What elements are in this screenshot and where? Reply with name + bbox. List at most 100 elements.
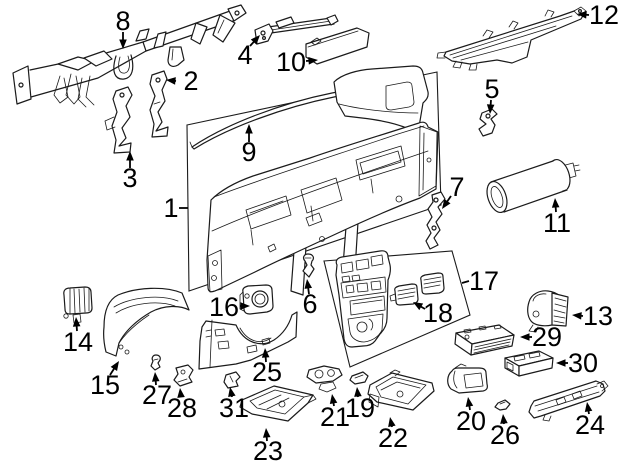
callout-number[interactable]: 23 bbox=[253, 436, 283, 466]
callout-arrowhead bbox=[240, 302, 250, 310]
callout-number[interactable]: 20 bbox=[456, 406, 486, 436]
part-1-drawing bbox=[206, 65, 439, 296]
callout-leader-line bbox=[461, 280, 470, 284]
part-11-drawing bbox=[486, 158, 581, 214]
callout-9[interactable]: 9 bbox=[241, 124, 257, 167]
callout-11[interactable]: 11 bbox=[543, 198, 571, 238]
callout-number[interactable]: 6 bbox=[302, 289, 317, 319]
callout-number[interactable]: 3 bbox=[122, 163, 137, 193]
callout-10[interactable]: 10 bbox=[276, 47, 318, 77]
callout-23[interactable]: 23 bbox=[253, 428, 283, 466]
callout-number[interactable]: 26 bbox=[490, 420, 520, 450]
callout-arrowhead bbox=[228, 387, 236, 398]
callout-3[interactable]: 3 bbox=[122, 151, 138, 193]
part-21-drawing bbox=[306, 365, 343, 393]
callout-21[interactable]: 21 bbox=[320, 394, 350, 432]
callout-number[interactable]: 18 bbox=[423, 298, 453, 328]
callout-number[interactable]: 25 bbox=[252, 357, 282, 387]
callout-number[interactable]: 31 bbox=[219, 393, 249, 423]
callout-2[interactable]: 2 bbox=[166, 66, 199, 96]
callout-arrowhead bbox=[442, 199, 451, 209]
callout-number[interactable]: 28 bbox=[167, 393, 197, 423]
callout-number[interactable]: 27 bbox=[142, 380, 172, 410]
callout-13[interactable]: 13 bbox=[572, 301, 613, 331]
callout-number[interactable]: 1 bbox=[163, 193, 178, 223]
callout-arrowhead bbox=[572, 312, 582, 320]
part-23-drawing bbox=[239, 385, 317, 422]
callout-arrowhead bbox=[72, 317, 81, 327]
callout-4[interactable]: 4 bbox=[237, 35, 260, 70]
part-31-drawing bbox=[223, 371, 241, 389]
callout-number[interactable]: 11 bbox=[543, 208, 571, 238]
callout-number[interactable]: 9 bbox=[241, 137, 256, 167]
part-3-drawing bbox=[104, 86, 133, 154]
callout-number[interactable]: 24 bbox=[575, 410, 605, 440]
callout-number[interactable]: 16 bbox=[209, 292, 239, 322]
part-22-drawing bbox=[367, 369, 435, 411]
callout-arrowhead bbox=[262, 428, 271, 438]
callout-1[interactable]: 1 bbox=[163, 193, 188, 223]
part-2-drawing bbox=[149, 70, 169, 138]
callout-number[interactable]: 13 bbox=[583, 301, 613, 331]
callout-24[interactable]: 24 bbox=[575, 402, 605, 440]
part-10-drawing bbox=[305, 27, 370, 65]
callout-19[interactable]: 19 bbox=[345, 387, 375, 423]
callout-number[interactable]: 29 bbox=[532, 322, 562, 352]
part-16-drawing bbox=[239, 284, 274, 315]
callout-number[interactable]: 12 bbox=[589, 0, 619, 30]
callout-20[interactable]: 20 bbox=[456, 397, 486, 436]
callout-arrowhead bbox=[329, 394, 338, 404]
callout-25[interactable]: 25 bbox=[252, 348, 282, 387]
callout-arrowhead bbox=[551, 198, 560, 208]
callout-8[interactable]: 8 bbox=[115, 6, 131, 49]
callout-29[interactable]: 29 bbox=[520, 322, 562, 352]
callout-number[interactable]: 21 bbox=[320, 402, 350, 432]
callout-17[interactable]: 17 bbox=[461, 266, 499, 296]
callout-number[interactable]: 10 bbox=[276, 47, 306, 77]
callout-6[interactable]: 6 bbox=[302, 279, 318, 319]
callout-5[interactable]: 5 bbox=[484, 74, 500, 114]
callout-14[interactable]: 14 bbox=[63, 317, 93, 357]
part-28-drawing bbox=[173, 364, 194, 387]
part-29-drawing bbox=[454, 324, 515, 356]
callout-7[interactable]: 7 bbox=[442, 172, 465, 209]
callout-18[interactable]: 18 bbox=[413, 298, 453, 328]
callout-12[interactable]: 12 bbox=[577, 0, 619, 30]
callout-31[interactable]: 31 bbox=[219, 387, 249, 423]
callout-15[interactable]: 15 bbox=[90, 361, 120, 400]
callout-number[interactable]: 8 bbox=[115, 6, 130, 36]
part-30-drawing bbox=[504, 350, 554, 377]
callout-arrowhead bbox=[166, 77, 176, 85]
callout-arrowhead bbox=[465, 397, 474, 407]
callout-number[interactable]: 15 bbox=[90, 370, 120, 400]
part-8-drawing bbox=[12, 4, 247, 108]
callout-arrowhead bbox=[388, 417, 396, 428]
callout-27[interactable]: 27 bbox=[142, 372, 172, 410]
callout-number[interactable]: 30 bbox=[568, 348, 598, 378]
callout-28[interactable]: 28 bbox=[167, 388, 197, 423]
callout-22[interactable]: 22 bbox=[378, 417, 408, 453]
callout-number[interactable]: 4 bbox=[237, 40, 252, 70]
callout-number[interactable]: 14 bbox=[63, 327, 93, 357]
callout-number[interactable]: 2 bbox=[183, 66, 198, 96]
callout-number[interactable]: 19 bbox=[345, 393, 375, 423]
group-box-for-part-17 bbox=[323, 250, 471, 368]
callout-number[interactable]: 7 bbox=[449, 172, 464, 202]
callout-26[interactable]: 26 bbox=[490, 414, 520, 450]
callout-arrowhead bbox=[177, 388, 185, 398]
callout-arrowhead bbox=[245, 124, 253, 134]
callout-30[interactable]: 30 bbox=[556, 348, 598, 378]
part-18-drawing bbox=[389, 272, 445, 306]
callout-number[interactable]: 22 bbox=[378, 423, 408, 453]
part-13-drawing bbox=[527, 290, 569, 333]
callout-number[interactable]: 5 bbox=[484, 74, 499, 104]
callout-number[interactable]: 17 bbox=[469, 266, 499, 296]
callout-arrowhead bbox=[486, 104, 495, 114]
part-15-drawing bbox=[103, 287, 190, 357]
callout-arrowhead bbox=[151, 372, 160, 382]
callout-16[interactable]: 16 bbox=[209, 292, 250, 322]
callout-arrowhead bbox=[110, 361, 119, 372]
callout-arrowhead bbox=[250, 35, 260, 45]
part-27-drawing bbox=[150, 354, 161, 371]
part-19-drawing bbox=[349, 371, 369, 385]
